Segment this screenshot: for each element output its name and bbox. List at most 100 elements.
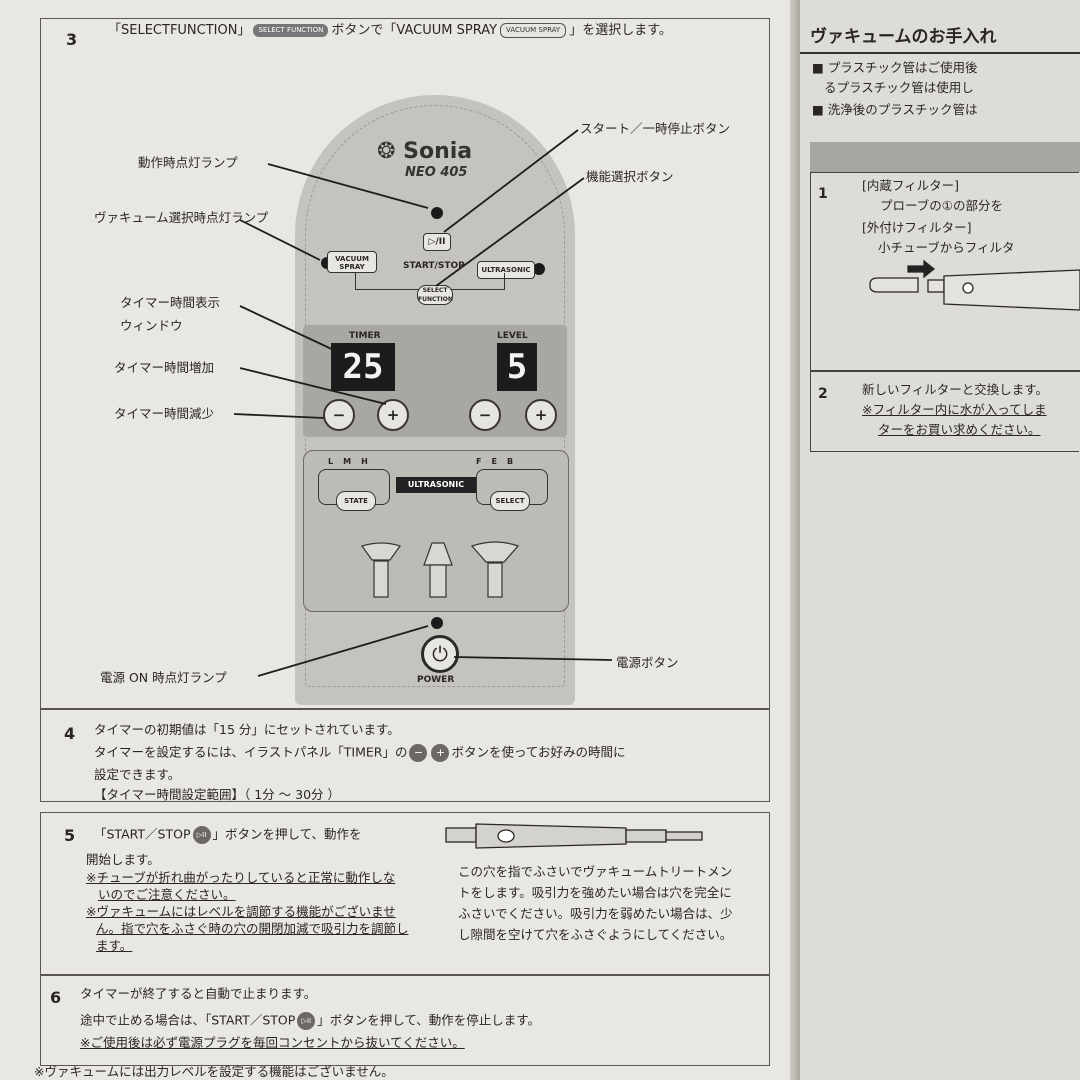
vacuum-spray-chip: VACUUM SPRAY: [500, 23, 567, 38]
step-3-box: [40, 18, 770, 710]
step-4-line-2: タイマーを設定するには、イラストパネル「TIMER」の−+ボタンを使ってお好みの…: [94, 744, 625, 762]
manual-right-page: ヴァキュームのお手入れ ■ プラスチック管はご使用後 るプラスチック管は使用し …: [800, 0, 1080, 1080]
step-5-line-1: 「START／STOP▷II」ボタンを押して、動作を: [94, 826, 362, 844]
leader-start-pause: [443, 129, 579, 233]
step-6-warning: ※ご使用後は必ず電源プラグを毎回コンセントから抜いてください。: [80, 1035, 465, 1050]
callout-power-on-lamp: 電源 ON 時点灯ランプ: [100, 670, 227, 685]
operation-lamp: [431, 207, 443, 219]
select-button[interactable]: SELECT: [490, 491, 530, 511]
attachment-probes: [361, 541, 520, 598]
right-bullet-1a: ■ プラスチック管はご使用後: [812, 60, 978, 75]
timer-level-panel: TIMER 25 LEVEL 5 − + − +: [303, 325, 567, 437]
model-name: NEO 405: [405, 165, 468, 180]
start-stop-icon-2: ▷II: [297, 1012, 316, 1030]
power-icon: ⏻: [432, 642, 448, 666]
power-on-lamp: [431, 617, 443, 629]
callout-vacuum-lamp: ヴァキューム選択時点灯ランプ: [94, 210, 269, 225]
vacuum-probe-illustration: [445, 823, 703, 849]
step-5-line-2: 開始します。: [86, 852, 160, 867]
right-step-1-number: 1: [818, 186, 828, 202]
probe-center: [423, 542, 453, 598]
callout-operation-lamp: 動作時点灯ランプ: [138, 155, 238, 170]
probe-note-2: トをします。吸引力を強めたい場合は穴を完全に: [458, 885, 732, 900]
step-4-number: 4: [64, 724, 76, 743]
right-step-2c: ターをお買い求めください。: [878, 422, 1041, 437]
sonia-logo: ❂ Sonia: [377, 139, 473, 164]
left-indicators: LMH: [328, 457, 378, 466]
timer-decrease-button[interactable]: −: [323, 399, 355, 431]
step-4-timer-range: 【タイマー時間設定範囲】（ 1分 ～ 30分 ）: [94, 787, 341, 802]
leader-power-button: [453, 656, 613, 661]
ultrasonic-lamp: [533, 263, 545, 275]
step-6-line-2: 途中で止める場合は、「START／STOP▷II」ボタンを押して、動作を停止しま…: [80, 1012, 540, 1030]
step-6-line-1: タイマーが終了すると自動で止まります。: [80, 986, 317, 1001]
timer-increase-button[interactable]: +: [377, 399, 409, 431]
probe-left: [361, 542, 401, 598]
vacuum-spray-button[interactable]: VACUUM SPRAY: [327, 251, 377, 273]
right-step-1c: [外付けフィルター]: [862, 220, 972, 235]
leader-operation-lamp: [267, 163, 429, 209]
bullet-icon-2: ■: [812, 102, 824, 117]
right-bullet-2: ■ 洗浄後のプラスチック管は: [812, 102, 978, 117]
right-page-title: ヴァキュームのお手入れ: [810, 27, 997, 47]
probe-note-4: し隙間を空けて穴をふさぐようにしてください。: [458, 927, 733, 942]
timer-display: 25: [331, 343, 395, 391]
step-4-box: [40, 708, 770, 802]
footer-note: ※ヴァキュームには出力レベルを設定する機能はございません。: [34, 1064, 394, 1079]
right-step-1b: プローブの①の部分を: [880, 198, 1003, 213]
step-6-box: [40, 974, 770, 1066]
right-step-divider: [810, 370, 1080, 372]
step-5-warning-1b: いのでご注意ください。: [98, 887, 236, 902]
right-step-box: [810, 172, 1079, 452]
power-button[interactable]: ⏻: [421, 635, 459, 673]
start-stop-button[interactable]: ▷/II: [423, 233, 451, 251]
callout-timer-decrease: タイマー時間減少: [114, 406, 215, 421]
step-5-warning-1a: ※チューブが折れ曲がったりしていると正常に動作しな: [86, 870, 396, 885]
step-5-box: [40, 812, 770, 976]
insert-arrow-icon: [907, 259, 936, 279]
step-5-warning-2b: ん。指で穴をふさぐ時の穴の開閉加減で吸引力を調節し: [96, 921, 409, 936]
leader-timer-increase: [239, 367, 387, 405]
callout-leader-lines: [233, 129, 613, 677]
start-stop-icon: ▷II: [192, 826, 211, 844]
select-function-button[interactable]: SELECT FUNCTION: [417, 285, 453, 305]
callout-timer-window-2: ウィンドウ: [120, 318, 183, 333]
right-step-2a: 新しいフィルターと交換します。: [862, 382, 1049, 397]
title-underline: [800, 52, 1080, 54]
leader-timer-decrease: [233, 413, 325, 419]
level-display: 5: [497, 343, 537, 391]
plus-button-icon: +: [431, 744, 450, 762]
select-function-chip: SELECT FUNCTION: [253, 24, 329, 37]
sonia-swirl-icon: ❂: [377, 139, 396, 164]
step-4-line-1: タイマーの初期値は「15 分」にセットされています。: [94, 722, 400, 737]
bullet-icon: ■: [812, 60, 824, 75]
callout-timer-increase: タイマー時間増加: [114, 360, 215, 375]
step-5-warning-2a: ※ヴァキュームにはレベルを調節する機能がございませ: [86, 904, 396, 919]
callout-function-select: 機能選択ボタン: [586, 169, 674, 184]
right-step-header-bar: [810, 142, 1080, 172]
callout-power-button: 電源ボタン: [616, 655, 679, 670]
step-5-number: 5: [64, 826, 76, 845]
ultrasonic-button[interactable]: ULTRASONIC: [477, 261, 535, 279]
level-decrease-button[interactable]: −: [469, 399, 501, 431]
probe-hole: [497, 829, 515, 843]
start-stop-label: START/STOP: [403, 261, 465, 271]
right-step-2-number: 2: [818, 386, 828, 402]
step-3-number: 3: [66, 30, 78, 49]
leader-vacuum-lamp: [239, 219, 321, 261]
power-label: POWER: [417, 675, 455, 685]
probe-note-1: この穴を指でふさいでヴァキュームトリートメン: [458, 864, 733, 879]
probe-right: [470, 541, 520, 598]
right-bullet-1b: るプラスチック管は使用し: [824, 80, 974, 95]
probe-note-3: ふさいでください。吸引力を弱めたい場合は、少: [458, 906, 733, 921]
callout-start-pause: スタート／一時停止ボタン: [580, 121, 731, 136]
step-6-number: 6: [50, 988, 62, 1007]
ultrasonic-band: ULTRASONIC: [396, 477, 476, 493]
state-button[interactable]: STATE: [336, 491, 376, 511]
level-increase-button[interactable]: +: [525, 399, 557, 431]
ultrasonic-control-panel: LMH FEB ULTRASONIC STATE SELECT: [303, 450, 569, 612]
right-indicators: FEB: [476, 457, 524, 466]
filter-probe-illustration: [869, 259, 1080, 311]
